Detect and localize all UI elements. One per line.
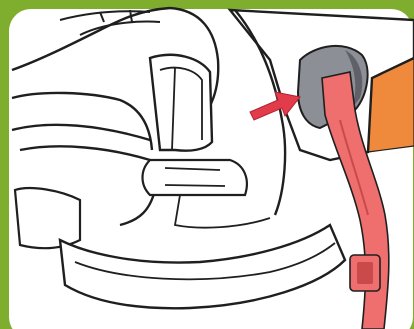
buckle (143, 160, 247, 195)
strap-clip-slot (357, 262, 373, 284)
seat-base (15, 188, 80, 248)
